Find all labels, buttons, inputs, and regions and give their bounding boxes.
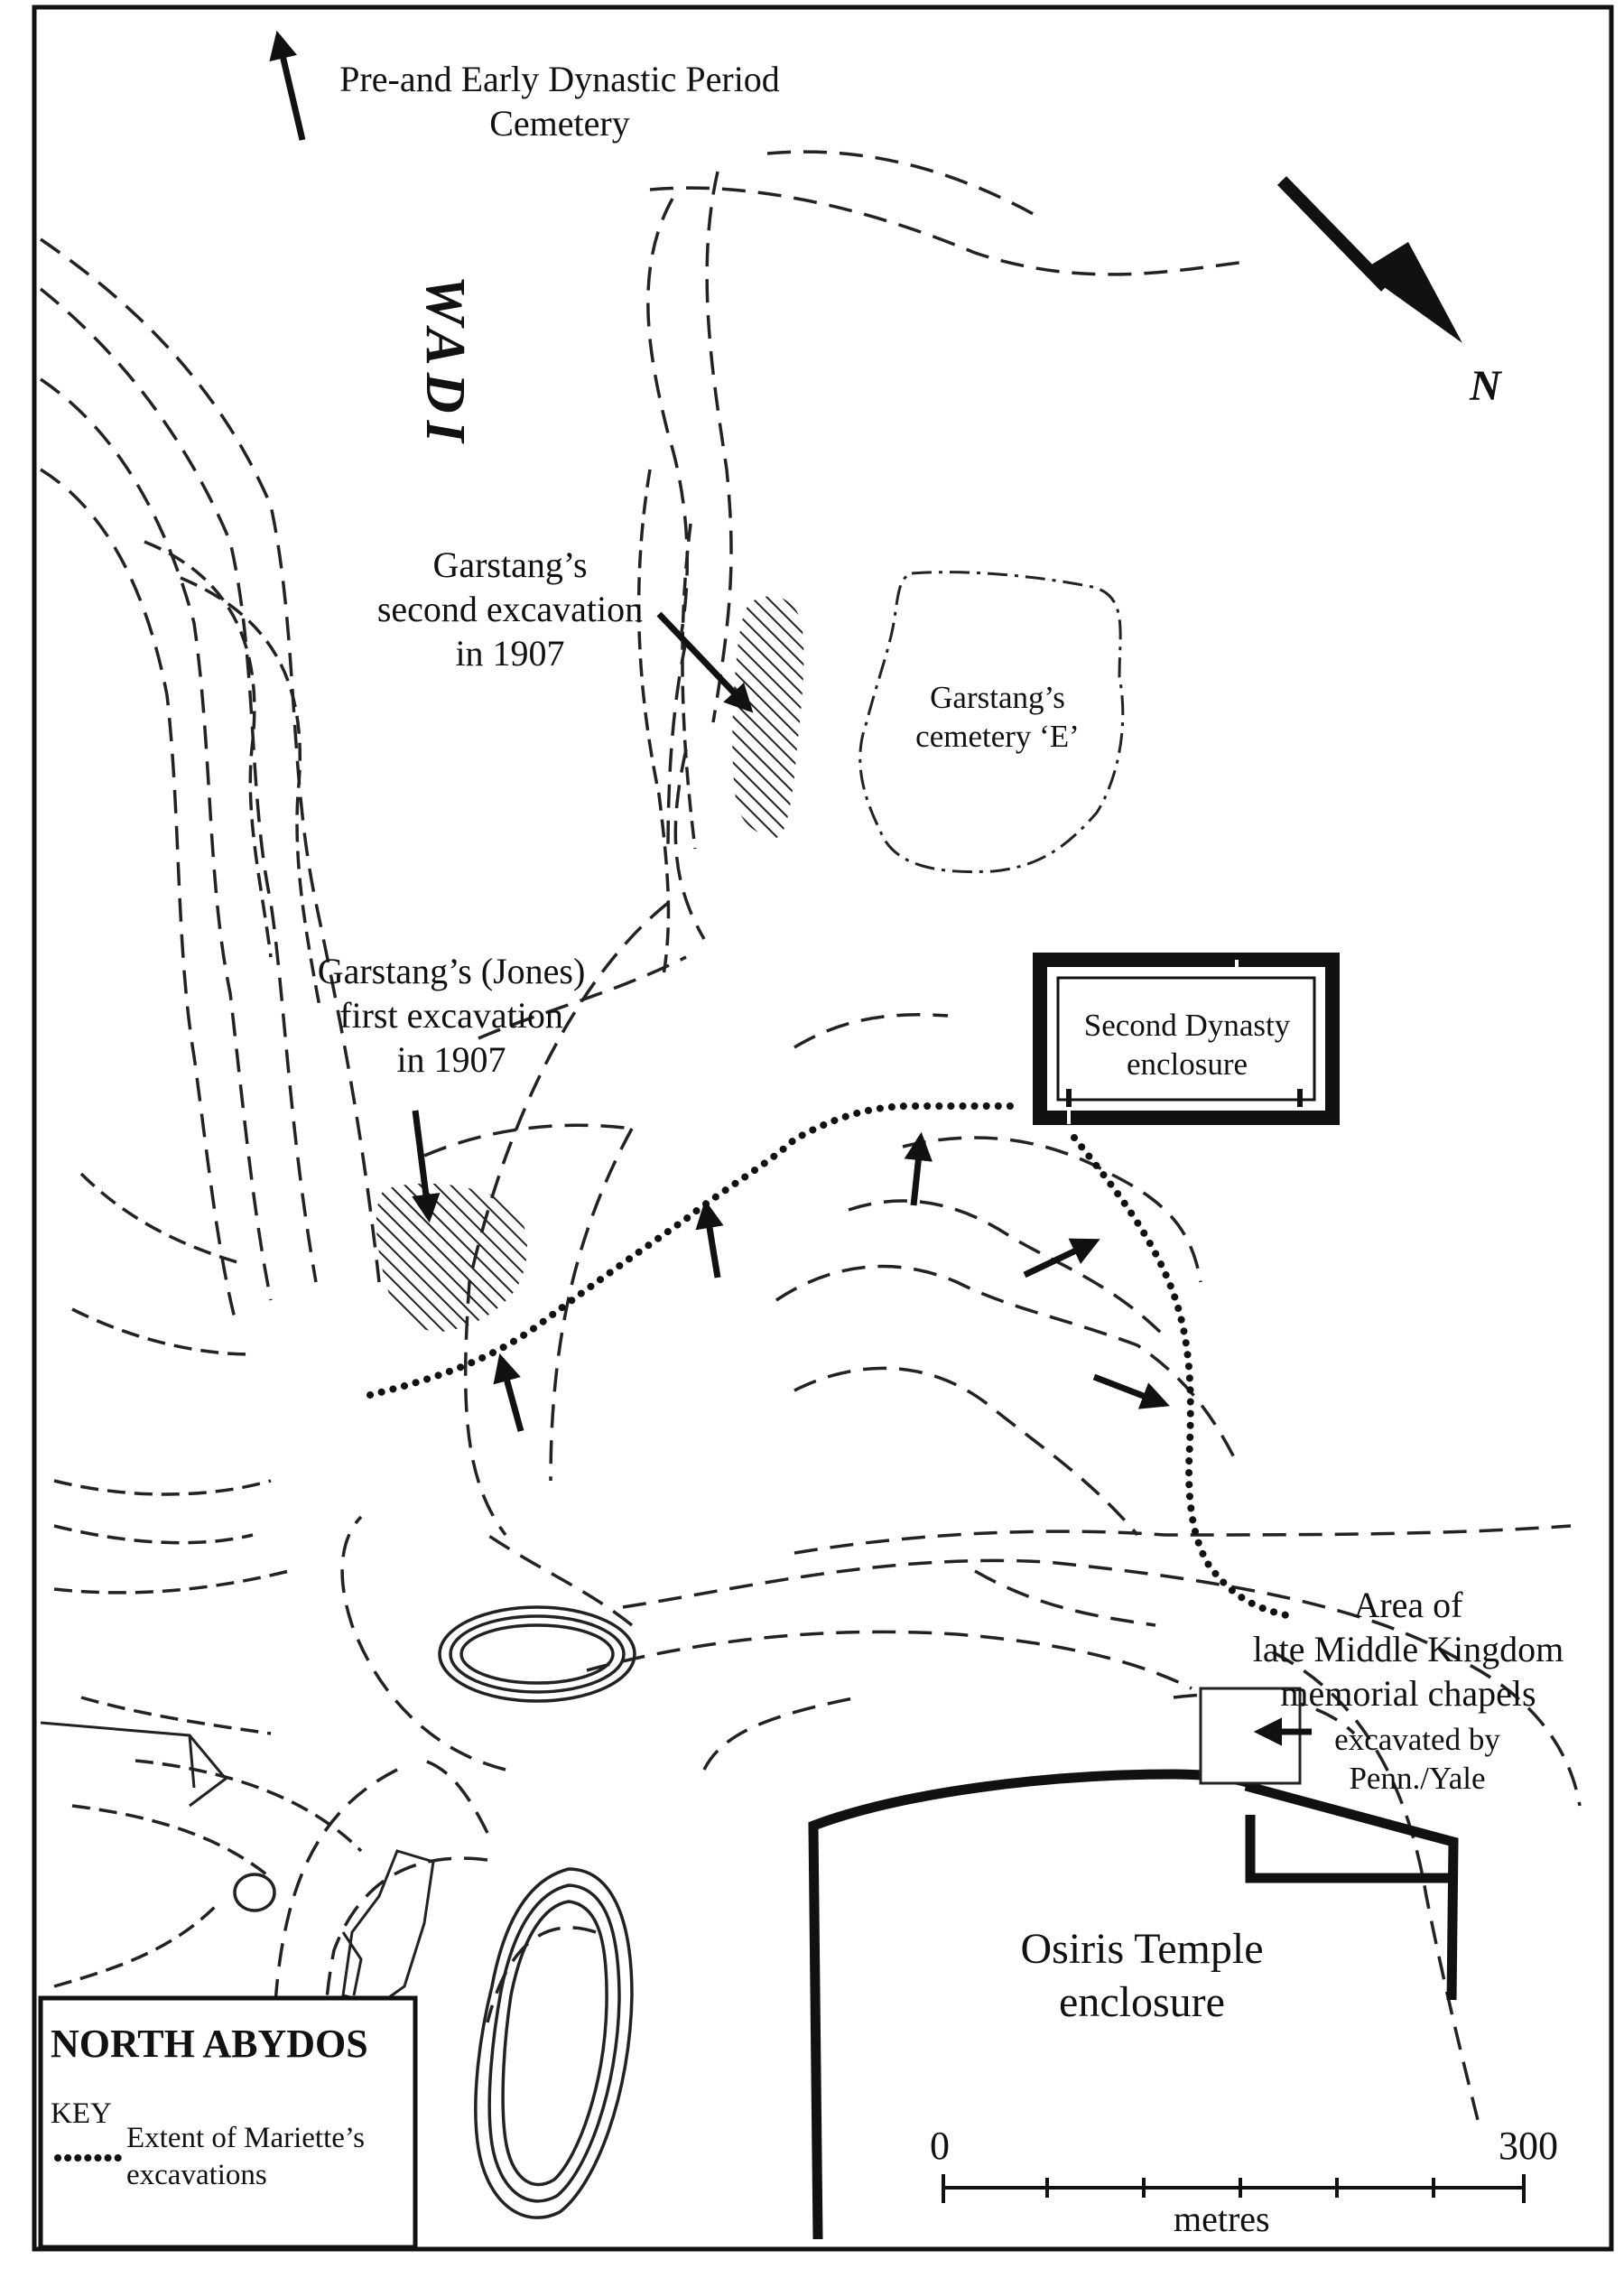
key-item-label: Extent of Mariette’s excavations [126, 2122, 365, 2192]
second-excavation-area [732, 596, 804, 838]
garstang-first-excavation-label: Garstang’s (Jones) first excavation in 1… [317, 951, 586, 1080]
cemetery-e-outline [858, 571, 1125, 874]
first-excavation-area [376, 1183, 527, 1332]
penn-yale-label: excavated by Penn./Yale [1334, 1722, 1500, 1796]
ridge-contours [53, 469, 697, 1988]
scale-bar [942, 2174, 1526, 2203]
arrow-to-second-excavation [656, 611, 754, 713]
mariette-arrow-1 [493, 1353, 524, 1432]
mariette-arrow-2 [695, 1199, 724, 1278]
north-label: N [1470, 362, 1501, 410]
middle-kingdom-chapels-label: Area of late Middle Kingdom memorial cha… [1252, 1585, 1564, 1714]
second-dynasty-enclosure [1033, 953, 1340, 1125]
garstang-second-excavation-label: Garstang’s second excavation in 1907 [376, 544, 644, 674]
arrow-to-first-excavation [412, 1110, 441, 1223]
ponds [233, 1605, 636, 2219]
wadi-label: WADI [414, 275, 476, 450]
second-dynasty-label: Second Dynasty enclosure [1083, 1008, 1291, 1082]
scale-unit-label: metres [1174, 2199, 1270, 2239]
osiris-temple-label: Osiris Temple enclosure [1020, 1925, 1264, 2026]
memorial-chapels-area [1199, 1687, 1302, 1785]
key-frame [38, 1995, 418, 2250]
field-boundaries [40, 1721, 435, 2006]
key-heading: KEY [51, 2097, 112, 2130]
predynastic-cemetery-label: Pre-and Early Dynastic Period Cemetery [339, 59, 780, 144]
scale-end-label: 300 [1499, 2124, 1558, 2168]
map-title: NORTH ABYDOS [51, 2022, 368, 2066]
cemetery-e-label: Garstang’s cemetery ‘E’ [915, 680, 1080, 754]
mariette-arrow-3 [904, 1131, 933, 1206]
map-arrows [269, 30, 1312, 1746]
north-arrow-icon [1276, 176, 1462, 343]
mariette-arrow-4 [1023, 1238, 1100, 1278]
arrow-to-predynastic [269, 30, 306, 141]
mariette-arrow-5 [1092, 1373, 1170, 1409]
map-frame [32, 5, 1614, 2252]
mariette-excavation-extent [367, 1102, 1295, 1620]
scale-start-label: 0 [930, 2124, 950, 2168]
